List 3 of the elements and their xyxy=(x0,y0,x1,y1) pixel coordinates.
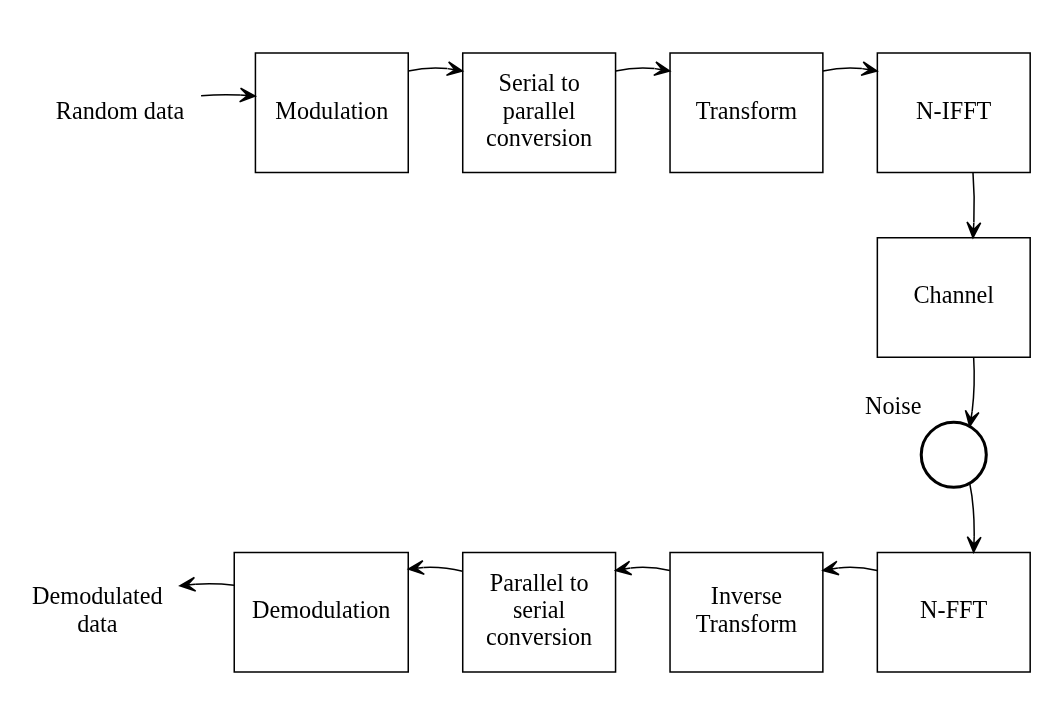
node-label: Noise xyxy=(865,391,922,419)
node-text: Random data xyxy=(55,96,185,124)
node-text: Demodulated data xyxy=(32,581,163,637)
